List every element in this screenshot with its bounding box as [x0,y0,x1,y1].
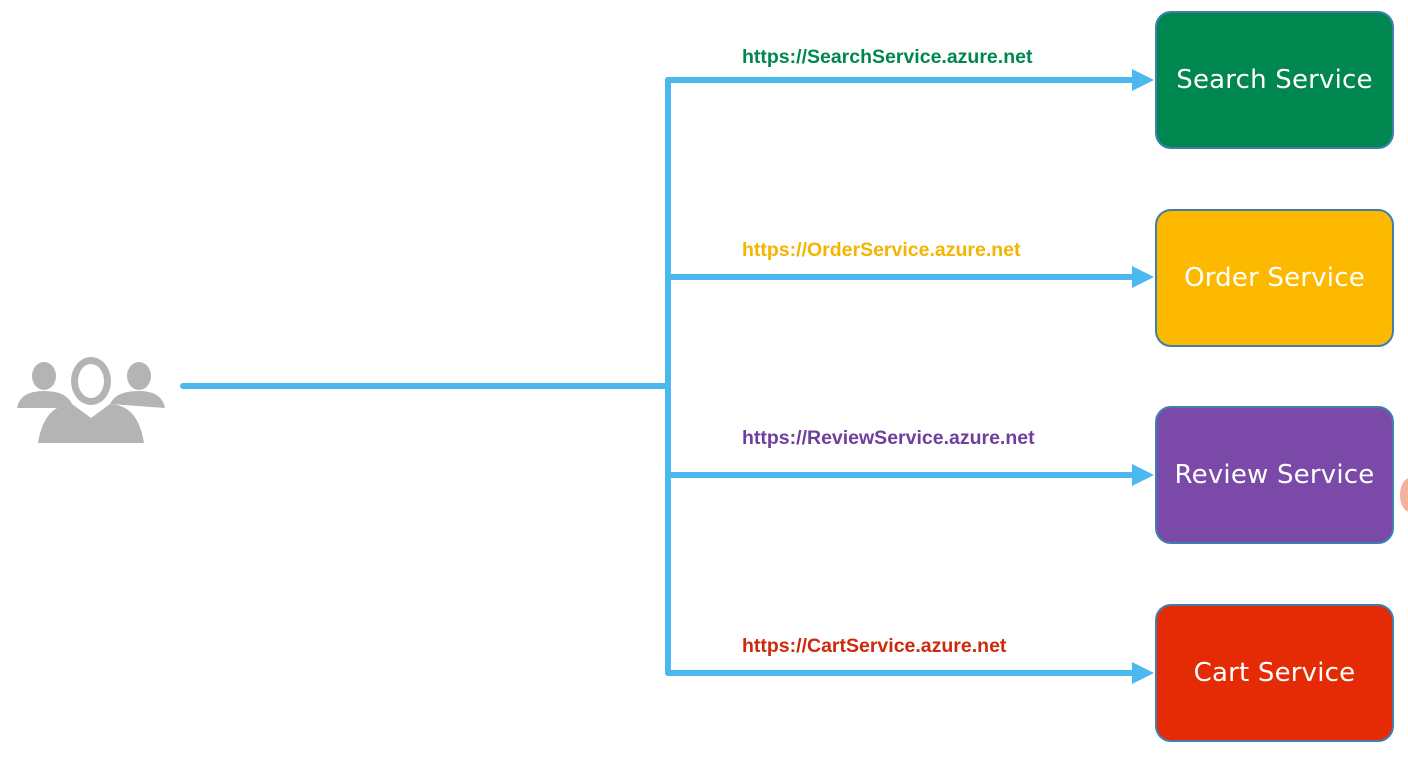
cart-service-url: https://CartService.azure.net [742,635,1007,657]
search-service-box[interactable]: Search Service [1155,11,1394,149]
edge-decoration [1400,478,1408,512]
review-service-box[interactable]: Review Service [1155,406,1394,544]
search-service-label: Search Service [1176,65,1373,95]
order-service-box[interactable]: Order Service [1155,209,1394,347]
review-service-url: https://ReviewService.azure.net [742,427,1035,449]
cart-service-label: Cart Service [1193,658,1356,688]
order-service-url: https://OrderService.azure.net [742,239,1021,261]
order-arrowhead-icon [1132,266,1154,288]
review-service-label: Review Service [1174,460,1375,490]
user-group-icon [17,357,165,443]
order-service-label: Order Service [1184,263,1365,293]
cart-arrowhead-icon [1132,662,1154,684]
search-arrowhead-icon [1132,69,1154,91]
review-arrowhead-icon [1132,464,1154,486]
search-service-url: https://SearchService.azure.net [742,46,1033,68]
connector-lines [180,69,1154,684]
cart-service-box[interactable]: Cart Service [1155,604,1394,742]
